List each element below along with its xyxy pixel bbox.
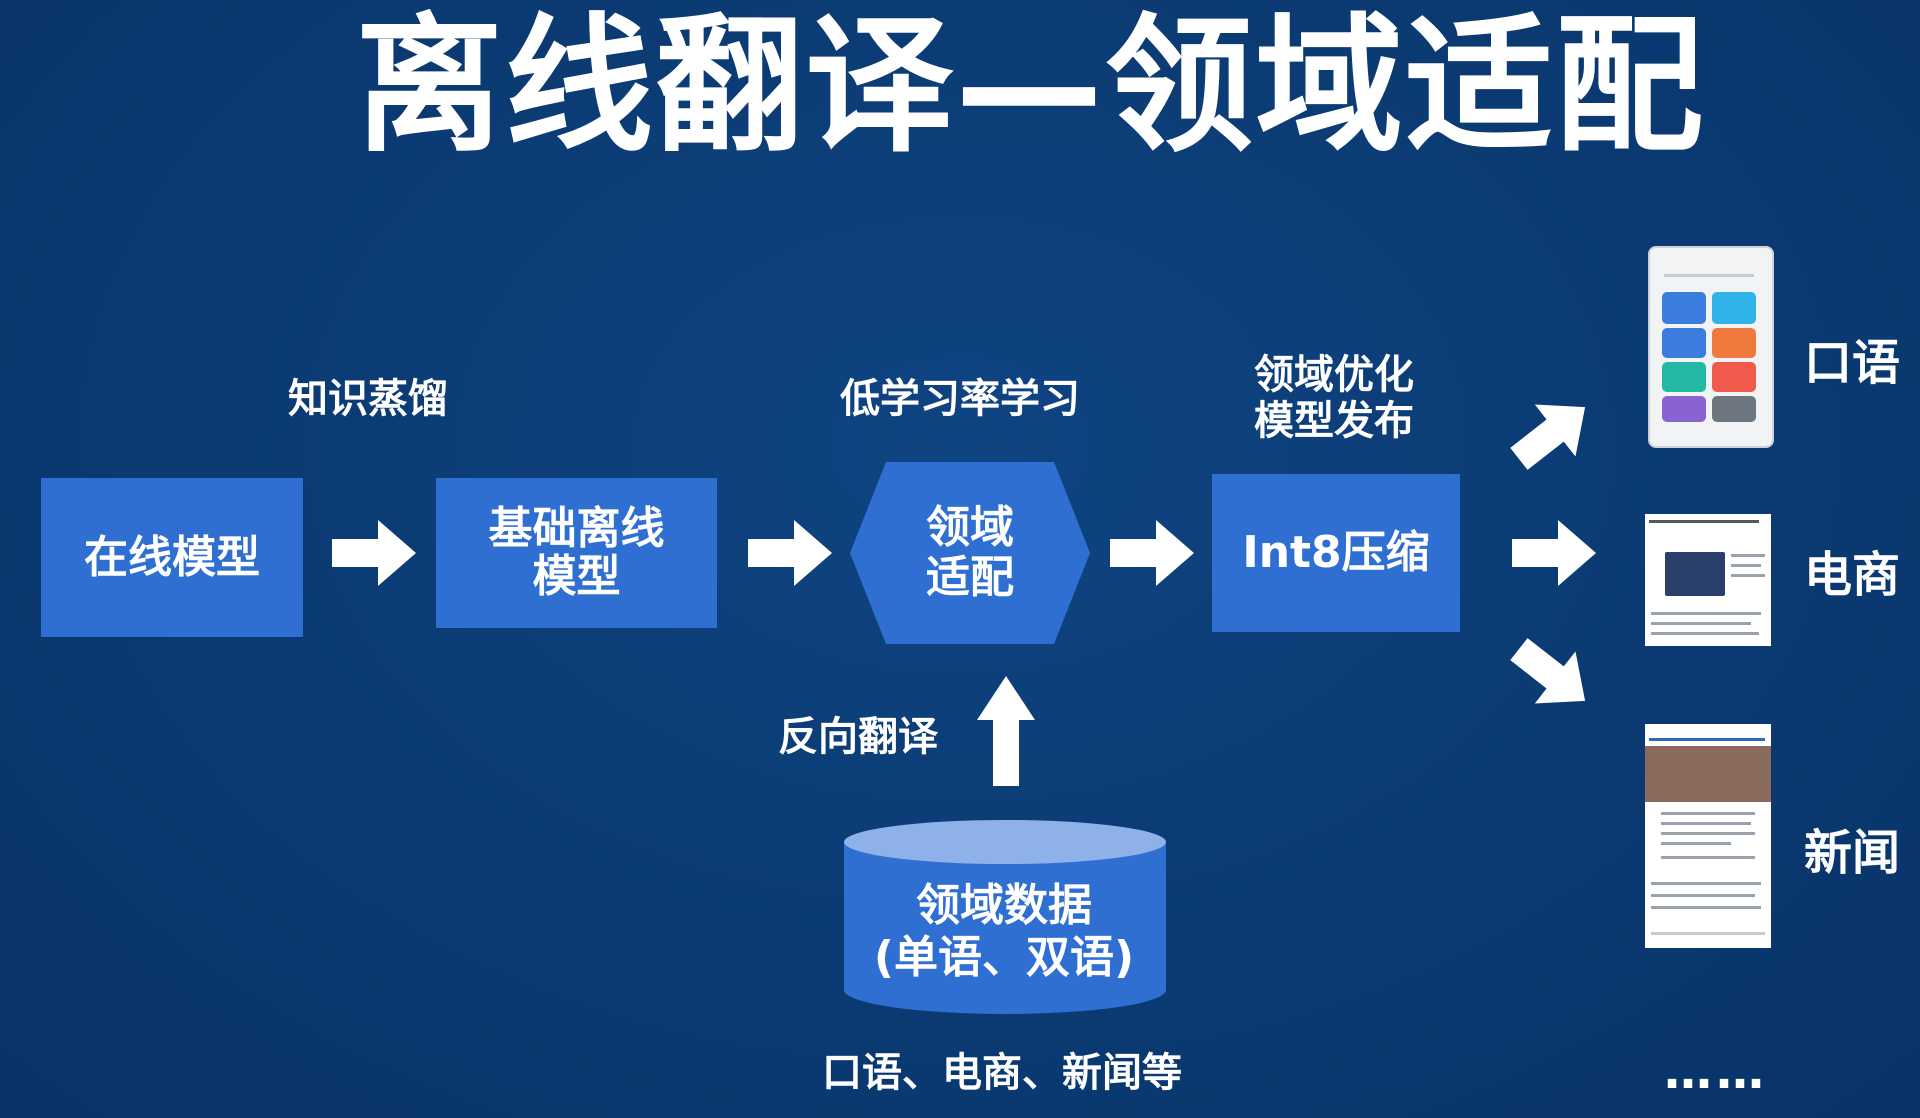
arrow-to-ecommerce	[1512, 520, 1596, 586]
label-model-release: 领域优化 模型发布	[1254, 352, 1414, 444]
arrow-right-1	[332, 520, 416, 586]
arrow-right-2	[748, 520, 832, 586]
domain-label-news: 新闻	[1804, 825, 1901, 881]
phone-tile	[1662, 292, 1706, 324]
screenshot-news-page	[1645, 724, 1771, 948]
news-text-line	[1651, 894, 1755, 897]
screenshot-spoken-app	[1648, 246, 1774, 448]
phone-tile	[1662, 396, 1706, 422]
news-photo	[1645, 746, 1771, 802]
hexagon-domain-adaptation: 领域 适配	[850, 462, 1090, 644]
screenshot-ecommerce-page	[1645, 514, 1771, 646]
news-text-line	[1661, 832, 1755, 835]
phone-tile	[1712, 292, 1756, 324]
arrow-right-3	[1110, 520, 1194, 586]
ecom-text-line	[1651, 632, 1759, 635]
phone-tile	[1662, 328, 1706, 358]
label-model-release-line1: 领域优化	[1254, 352, 1414, 398]
ecom-product-image	[1665, 552, 1725, 596]
more-domains-ellipsis: ……	[1664, 1044, 1768, 1100]
news-text-line	[1651, 906, 1761, 909]
label-knowledge-distillation: 知识蒸馏	[288, 376, 448, 422]
ecom-text-line	[1651, 612, 1761, 615]
arrow-to-news	[1510, 638, 1586, 704]
box-base-offline-model-line1: 基础离线	[488, 503, 665, 554]
arrow-up-back-translation	[977, 676, 1035, 786]
domain-label-spoken: 口语	[1804, 335, 1901, 391]
phone-tile	[1712, 396, 1756, 422]
domain-label-ecommerce: 电商	[1804, 547, 1901, 603]
label-model-release-line2: 模型发布	[1254, 398, 1414, 444]
hexagon-domain-adaptation-line1: 领域	[926, 502, 1014, 553]
phone-tile	[1712, 362, 1756, 392]
caption-domains: 口语、电商、新闻等	[822, 1050, 1182, 1096]
cylinder-domain-data-text: 领域数据 (单语、双语)	[844, 880, 1164, 984]
news-text-line	[1661, 856, 1755, 859]
cylinder-line1: 领域数据	[916, 880, 1092, 931]
box-online-model: 在线模型	[41, 478, 303, 637]
ecom-text-line	[1731, 574, 1765, 577]
news-tab-bar	[1649, 738, 1765, 741]
box-int8-compression-label: Int8压缩	[1242, 527, 1430, 578]
news-bottom-bar	[1651, 932, 1765, 935]
ecom-text-line	[1731, 564, 1761, 567]
slide-title: 离线翻译—领域适配	[355, 0, 1705, 172]
news-text-line	[1651, 882, 1761, 885]
box-base-offline-model-line2: 模型	[532, 551, 621, 602]
cylinder-line2: (单语、双语)	[873, 932, 1135, 983]
ecom-title-line	[1649, 520, 1759, 523]
phone-search-bar	[1664, 274, 1754, 277]
box-int8-compression: Int8压缩	[1212, 474, 1460, 632]
news-text-line	[1661, 812, 1755, 815]
cylinder-domain-data	[844, 820, 1166, 1014]
label-back-translation: 反向翻译	[778, 714, 938, 760]
phone-tile	[1662, 362, 1706, 392]
label-low-learning-rate: 低学习率学习	[840, 376, 1080, 422]
box-base-offline-model: 基础离线 模型	[436, 478, 717, 628]
hexagon-domain-adaptation-line2: 适配	[926, 552, 1014, 603]
ecom-text-line	[1651, 622, 1751, 625]
ecom-text-line	[1731, 554, 1765, 557]
arrow-to-spoken	[1510, 404, 1586, 470]
news-text-line	[1661, 822, 1751, 825]
box-online-model-label: 在线模型	[84, 531, 260, 583]
phone-tile	[1712, 328, 1756, 358]
news-text-line	[1661, 842, 1731, 845]
